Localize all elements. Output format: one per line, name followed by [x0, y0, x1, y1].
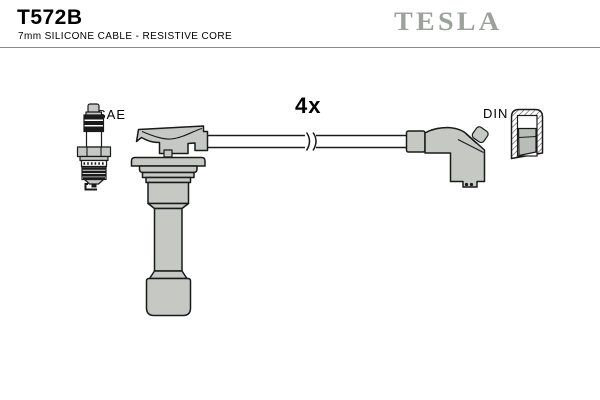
- spark-plug-drawing: [76, 103, 112, 191]
- cable-break-mark: [312, 132, 317, 151]
- brand-logo: TESLA: [394, 7, 503, 36]
- header-divider: [0, 47, 600, 48]
- din-terminal-section-drawing: [510, 108, 544, 160]
- ignition-cable-drawing: [208, 132, 407, 151]
- din-label: DIN: [483, 106, 509, 121]
- product-description: 7mm SILICONE CABLE - RESISTIVE CORE: [18, 31, 233, 42]
- quantity-label: 4x: [295, 93, 322, 118]
- cable-break-gap: [305, 132, 316, 151]
- elbow-boot-drawing: [405, 126, 489, 188]
- cable-break-mark: [305, 132, 311, 151]
- coil-boot-drawing: [130, 125, 209, 317]
- part-number: T572B: [17, 6, 83, 29]
